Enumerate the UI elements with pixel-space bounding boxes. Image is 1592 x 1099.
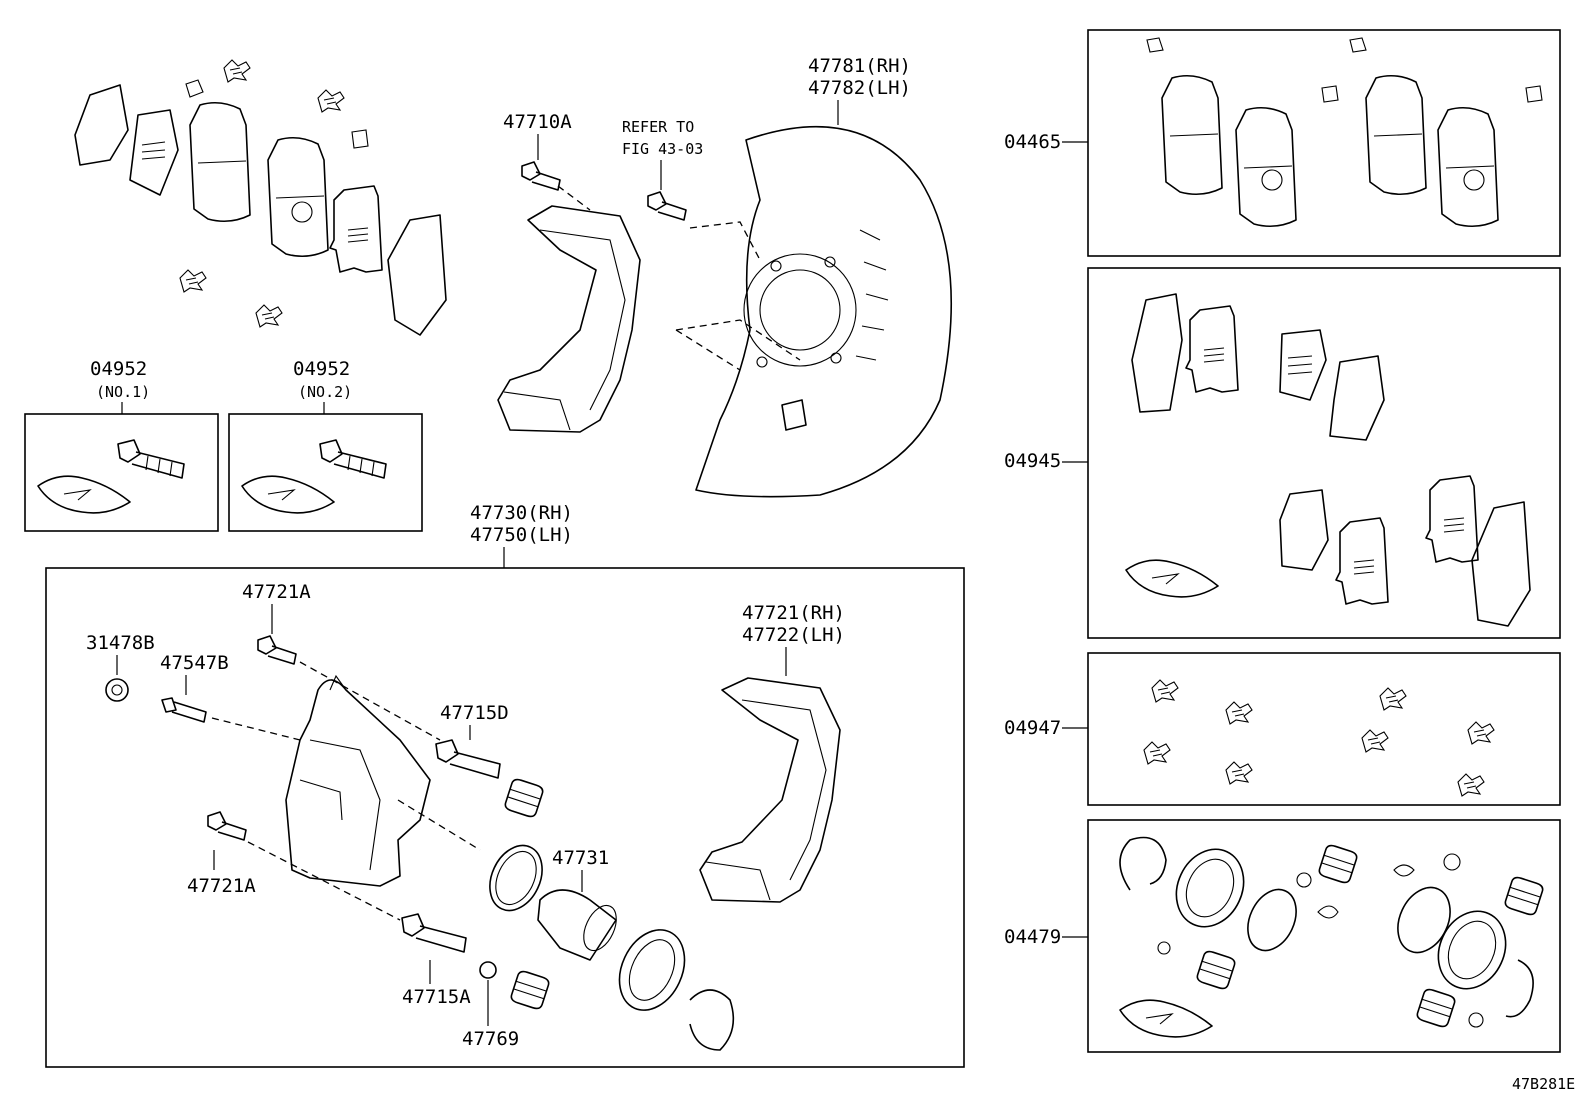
kit-04947-label: 04947 <box>1004 717 1061 739</box>
caliper-body <box>285 674 431 887</box>
kit-04952-no2-label: 04952 <box>293 358 350 380</box>
bracket-label-rh: 47721(RH) <box>742 602 845 624</box>
kit-04479-label: 04479 <box>1004 926 1061 948</box>
upper-mounting-bracket <box>497 205 641 433</box>
kit-04952-no2-sublabel: (NO.2) <box>298 383 352 401</box>
kit-04952-no1-sublabel: (NO.1) <box>96 383 150 401</box>
refer-fig-label: FIG 43-03 <box>622 140 703 158</box>
caliper-assembly-box <box>45 567 965 1068</box>
bolt-47721a-bottom-label: 47721A <box>187 875 256 897</box>
piston-boot <box>618 929 686 1011</box>
caliper-mounting-bracket <box>699 677 841 903</box>
bolt-47710a <box>521 161 561 191</box>
dust-shield <box>695 125 953 498</box>
kit-04945-label: 04945 <box>1004 450 1061 472</box>
bolt-47710a-label: 47710A <box>503 111 572 133</box>
bolt-47721a-top-label: 47721A <box>242 581 311 603</box>
kit-04952-no2-box <box>228 413 423 532</box>
kit-04479-contents <box>1119 836 1545 1038</box>
piston-47731-label: 47731 <box>552 847 609 869</box>
loose-pads-group <box>74 59 447 336</box>
kit-04465-box <box>1087 29 1561 257</box>
kit-04945-box <box>1087 267 1561 639</box>
refer-to-label: REFER TO <box>622 118 694 136</box>
kit-04945-contents <box>1125 293 1531 627</box>
kit-04952-no1-label: 04952 <box>90 358 147 380</box>
kit-04479-box <box>1087 819 1561 1053</box>
part-31478b-label: 31478B <box>86 632 155 654</box>
kit-04952-no1-box <box>24 413 219 532</box>
piston-seal-ring <box>489 844 543 912</box>
diagram-id: 47B281E <box>1512 1075 1575 1093</box>
part-47769-label: 47769 <box>462 1028 519 1050</box>
shield-label-lh: 47782(LH) <box>808 77 911 99</box>
part-47547b-label: 47547B <box>160 652 229 674</box>
kit-04947-contents <box>1143 679 1495 797</box>
bracket-label-lh: 47722(LH) <box>742 624 845 646</box>
kit-04465-label: 04465 <box>1004 131 1061 153</box>
caliper-label-lh: 47750(LH) <box>470 524 573 546</box>
piston <box>537 889 617 961</box>
kit-04947-box <box>1087 652 1561 806</box>
shield-label-rh: 47781(RH) <box>808 55 911 77</box>
pin-47715a-label: 47715A <box>402 986 471 1008</box>
pin-47715d-label: 47715D <box>440 702 509 724</box>
kit-04465-contents <box>1146 37 1543 228</box>
caliper-label-rh: 47730(RH) <box>470 502 573 524</box>
